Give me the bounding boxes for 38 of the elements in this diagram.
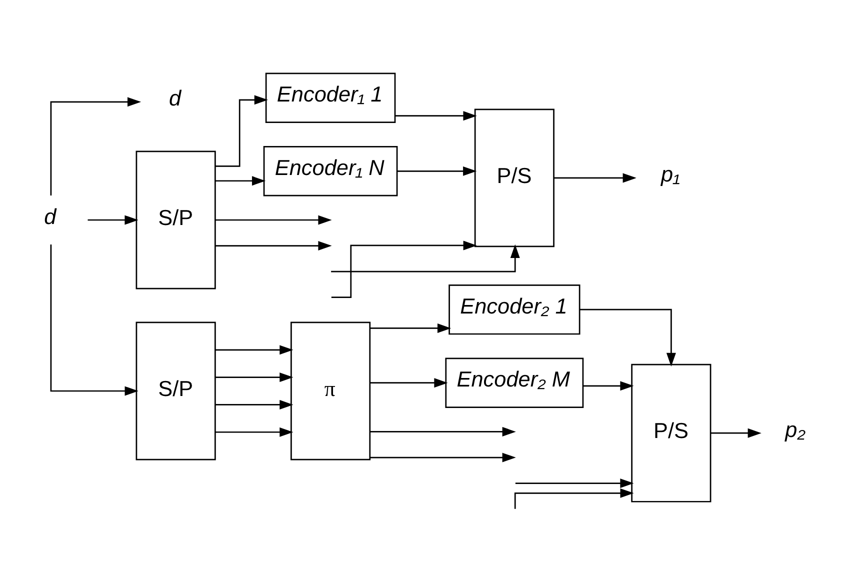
arrow (580, 308, 676, 367)
arrow (395, 111, 477, 121)
node-box: P/S (474, 108, 554, 248)
arrow (370, 426, 516, 436)
node-box: S/P (136, 150, 216, 290)
arrow (331, 244, 520, 272)
arrow (215, 176, 266, 186)
arrow (583, 381, 634, 391)
node-box: Encoder₁ 1 (265, 72, 396, 123)
arrow (215, 95, 268, 167)
node-text: p₁ (661, 162, 680, 187)
arrow (215, 215, 332, 225)
node-box: Encoder₂ 1 (448, 284, 580, 335)
arrow (370, 452, 516, 462)
node-box: P/S (631, 364, 712, 502)
arrow (370, 323, 452, 333)
node-box: Encoder₂ M (445, 358, 584, 408)
node-text: d (169, 86, 182, 111)
arrow (397, 166, 477, 176)
arrow (215, 345, 294, 355)
arrow (215, 400, 294, 410)
arrow (215, 427, 294, 437)
arrow (50, 97, 142, 196)
node-box: S/P (136, 322, 216, 460)
node-box: π (290, 322, 371, 460)
arrow (331, 240, 477, 298)
arrow (370, 378, 448, 388)
arrow (554, 173, 636, 183)
arrow (215, 372, 294, 382)
arrow (514, 488, 634, 509)
arrow (50, 244, 138, 396)
arrow (88, 215, 138, 225)
arrow (215, 241, 332, 251)
node-text: p₂ (785, 416, 806, 442)
node-box: Encoder₁ N (263, 146, 398, 196)
arrow (710, 428, 762, 438)
arrow (515, 478, 634, 488)
node-text: d (44, 204, 56, 229)
